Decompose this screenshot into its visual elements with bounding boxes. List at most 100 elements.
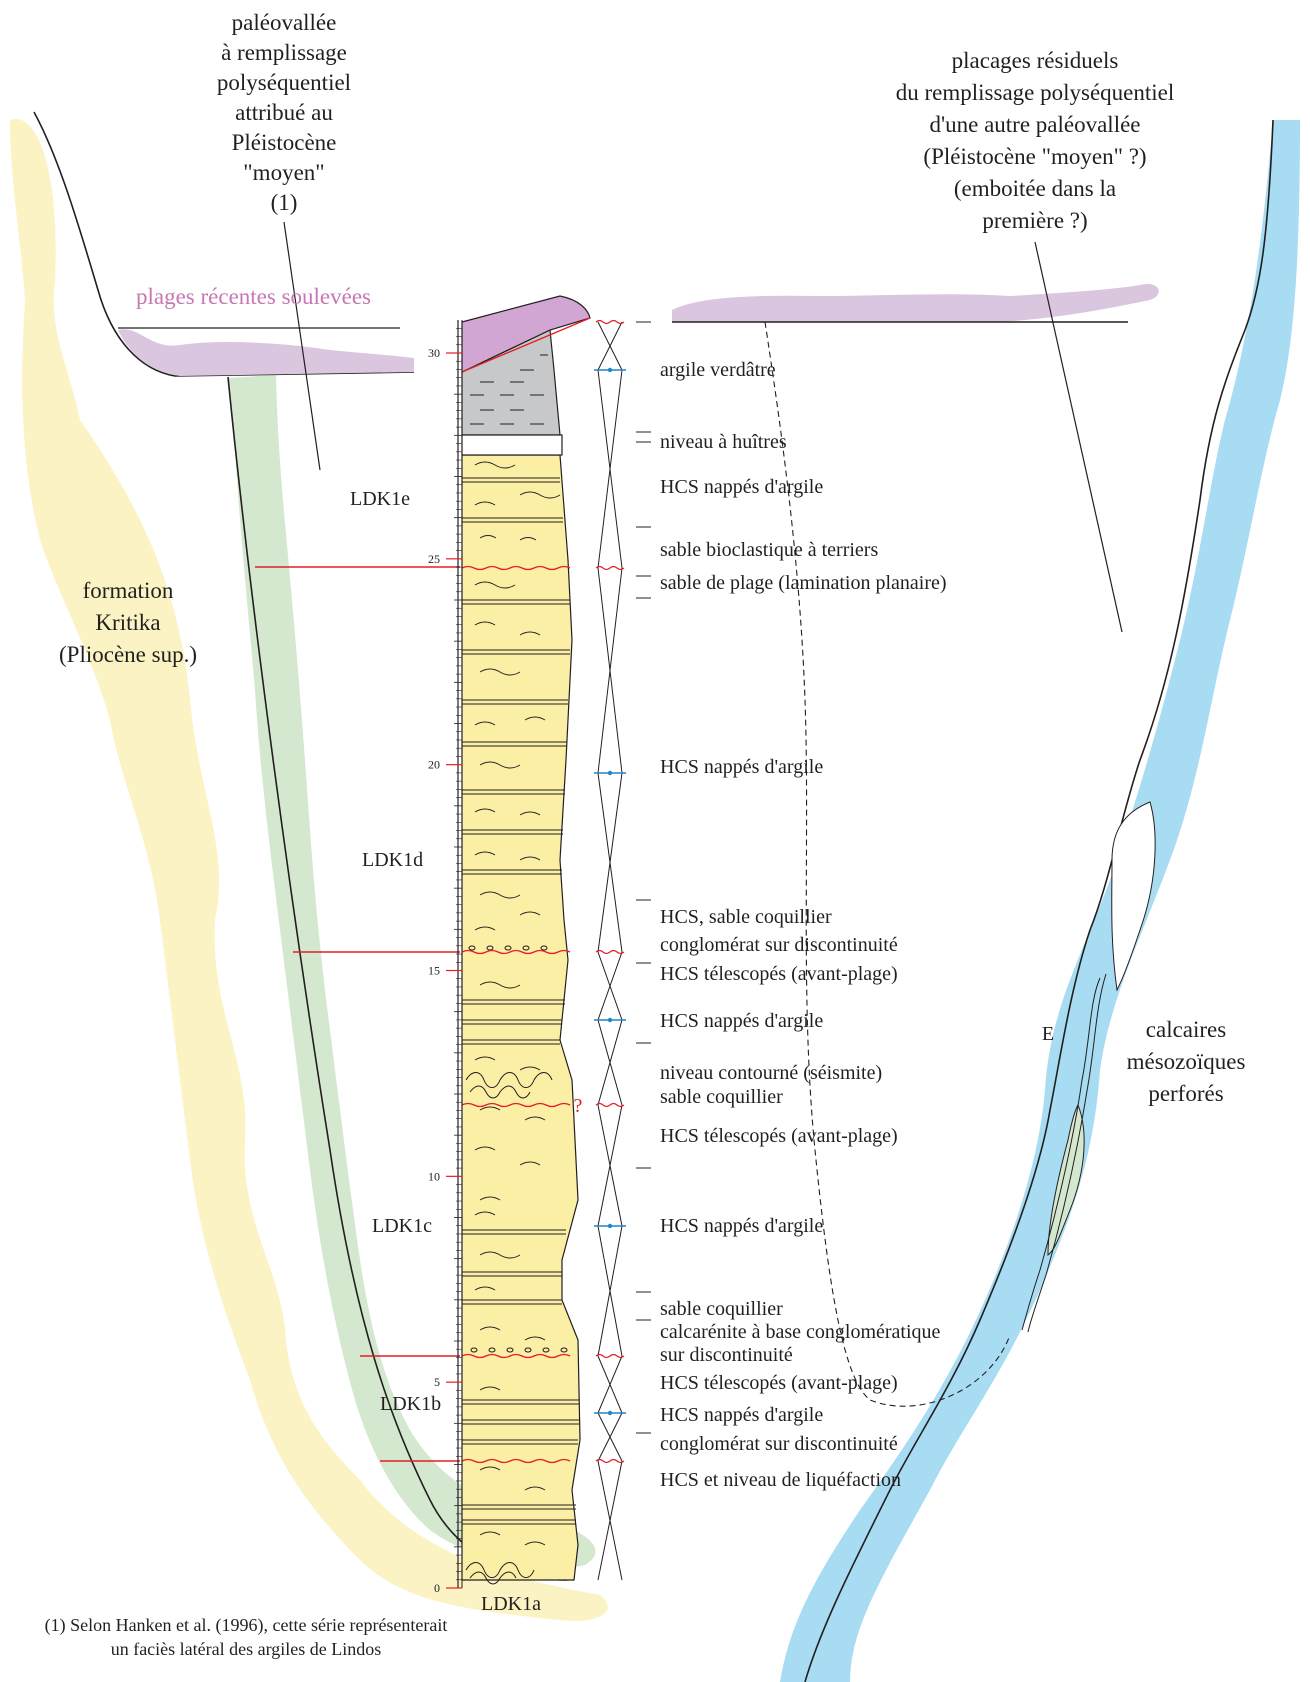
right-valley-profile bbox=[804, 119, 1274, 1682]
depth-tick-label: 25 bbox=[428, 552, 440, 566]
facies-label: conglomérat sur discontinuité bbox=[660, 1433, 898, 1455]
left-title-line: paléovallée bbox=[232, 10, 337, 35]
uplifted-beach-left bbox=[118, 329, 414, 376]
depth-minor-ticks bbox=[446, 327, 462, 1589]
depth-tick-label: 15 bbox=[428, 964, 440, 978]
left-title-leader bbox=[283, 221, 321, 471]
right-title-line: première ?) bbox=[982, 208, 1087, 233]
limestone-label-line: mésozoïques bbox=[1127, 1049, 1246, 1074]
uplifted-beach-column-top bbox=[461, 295, 591, 373]
right-title-line: du remplissage polyséquentiel bbox=[896, 80, 1175, 105]
sequence-triangle-pair bbox=[597, 1460, 623, 1581]
erosion-surface bbox=[461, 317, 591, 373]
hcs-symbols bbox=[474, 461, 561, 1546]
discontinuity-marker bbox=[595, 319, 625, 325]
formation-label-line: formation bbox=[83, 578, 174, 603]
sequence-triangle-pair bbox=[597, 1225, 623, 1357]
sequence-triangle-pair bbox=[597, 1019, 623, 1106]
limestone-label-line: perforés bbox=[1148, 1081, 1223, 1106]
sequence-triangle-pair bbox=[597, 1355, 623, 1414]
unit-label-ldk1d: LDK1d bbox=[362, 849, 423, 871]
facies-label: HCS télescopés (avant-plage) bbox=[660, 963, 898, 985]
right-title-line: (Pléistocène "moyen" ?) bbox=[923, 144, 1146, 169]
unit-label-ldk1a: LDK1a bbox=[481, 1593, 541, 1615]
facies-label: HCS nappés d'argile bbox=[660, 1215, 823, 1237]
facies-label: argile verdâtre bbox=[660, 359, 776, 381]
facies-label: HCS et niveau de liquéfaction bbox=[660, 1469, 901, 1491]
sand-body bbox=[461, 454, 581, 1581]
facies-label: sable de plage (lamination planaire) bbox=[660, 572, 947, 594]
discontinuity-marker bbox=[595, 1458, 625, 1464]
facies-label: calcarénite à base conglomératique bbox=[660, 1321, 941, 1343]
flooding-surface-dot bbox=[607, 770, 613, 776]
left-title-line: (1) bbox=[271, 190, 298, 215]
formation-label-line: (Pliocène sup.) bbox=[59, 642, 197, 667]
sequence-stratigraphy-column bbox=[594, 319, 651, 1581]
sequence-triangle-pair bbox=[597, 772, 623, 953]
sequence-triangle-pair bbox=[597, 567, 623, 774]
sequence-triangle-pair bbox=[597, 1412, 623, 1462]
facies-label: HCS nappés d'argile bbox=[660, 476, 823, 498]
left-title-line: Pléistocène bbox=[232, 130, 337, 155]
left-valley-wall bbox=[227, 376, 568, 1581]
depth-tick-label: 10 bbox=[428, 1169, 440, 1183]
sequence-triangle-pair bbox=[597, 951, 623, 1021]
formation-label-line: Kritika bbox=[95, 610, 160, 635]
facies-label: HCS nappés d'argile bbox=[660, 1010, 823, 1032]
facies-label: niveau contourné (séismite) bbox=[660, 1062, 882, 1084]
outcrop-label: E bbox=[1042, 1023, 1054, 1045]
uplifted-beach-right bbox=[672, 283, 1159, 322]
sequence-triangle-pair bbox=[597, 1104, 623, 1227]
flooding-surface-dot bbox=[607, 367, 613, 373]
left-title-line: à remplissage bbox=[221, 40, 347, 65]
stratigraphic-column bbox=[446, 295, 591, 1589]
right-title-line: d'une autre paléovallée bbox=[929, 112, 1140, 137]
left-title-line: attribué au bbox=[235, 100, 333, 125]
unit-label-ldk1e: LDK1e bbox=[350, 488, 410, 510]
clay-drape-lines bbox=[462, 477, 579, 1525]
facies-label: conglomérat sur discontinuité bbox=[660, 934, 898, 956]
sequence-triangle-pair bbox=[597, 369, 623, 569]
right-title-line: placages résiduels bbox=[952, 48, 1119, 73]
facies-label: HCS télescopés (avant-plage) bbox=[660, 1372, 898, 1394]
footnote-line: (1) Selon Hanken et al. (1996), cette sé… bbox=[45, 1615, 448, 1636]
clay-dash-symbols bbox=[470, 354, 548, 425]
depth-tick-label: 0 bbox=[434, 1581, 440, 1595]
flooding-surface-dot bbox=[607, 1410, 613, 1416]
facies-label: HCS nappés d'argile bbox=[660, 1404, 823, 1426]
facies-label: sable coquillier bbox=[660, 1086, 783, 1108]
oyster-layer bbox=[461, 434, 563, 456]
flooding-surface-dot bbox=[607, 1223, 613, 1229]
left-title-line: polyséquentiel bbox=[217, 70, 351, 95]
conglomerate-symbols bbox=[468, 945, 568, 1353]
discontinuity-marker bbox=[595, 1102, 625, 1108]
flooding-surface-dot bbox=[607, 1017, 613, 1023]
facies-label: sable coquillier bbox=[660, 1298, 783, 1320]
left-title-line: "moyen" bbox=[243, 160, 324, 185]
uncertain-discontinuity-mark: ? bbox=[574, 1095, 583, 1117]
facies-label: HCS télescopés (avant-plage) bbox=[660, 1125, 898, 1147]
green-fill-band bbox=[228, 375, 596, 1569]
contorted-layer-symbols bbox=[465, 1072, 553, 1585]
discontinuity-marker bbox=[595, 565, 625, 571]
residual-deposit-lines bbox=[1021, 973, 1107, 1333]
paleovalley-outline-dashed bbox=[764, 321, 1011, 1407]
uplifted-beaches-label: plages récentes soulevées bbox=[136, 284, 371, 309]
residual-deposit-upper bbox=[1111, 801, 1156, 992]
right-title-line: (emboitée dans la bbox=[954, 176, 1116, 201]
unit-label-ldk1b: LDK1b bbox=[380, 1393, 441, 1415]
facies-label: HCS nappés d'argile bbox=[660, 756, 823, 778]
footnote-line: un faciès latéral des argiles de Lindos bbox=[111, 1639, 382, 1659]
depth-tick-label: 20 bbox=[428, 758, 440, 772]
facies-label: sur discontinuité bbox=[660, 1344, 793, 1366]
depth-tick-label: 5 bbox=[434, 1375, 440, 1389]
depth-tick-label: 30 bbox=[428, 346, 440, 360]
facies-label: HCS, sable coquillier bbox=[660, 906, 832, 928]
facies-label: niveau à huîtres bbox=[660, 431, 787, 453]
limestone-label-line: calcaires bbox=[1146, 1017, 1226, 1042]
discontinuity-marker bbox=[595, 1353, 625, 1359]
unit-label-ldk1c: LDK1c bbox=[372, 1215, 432, 1237]
residual-deposit-green bbox=[1047, 1103, 1085, 1256]
discontinuity-lines bbox=[461, 565, 571, 1464]
